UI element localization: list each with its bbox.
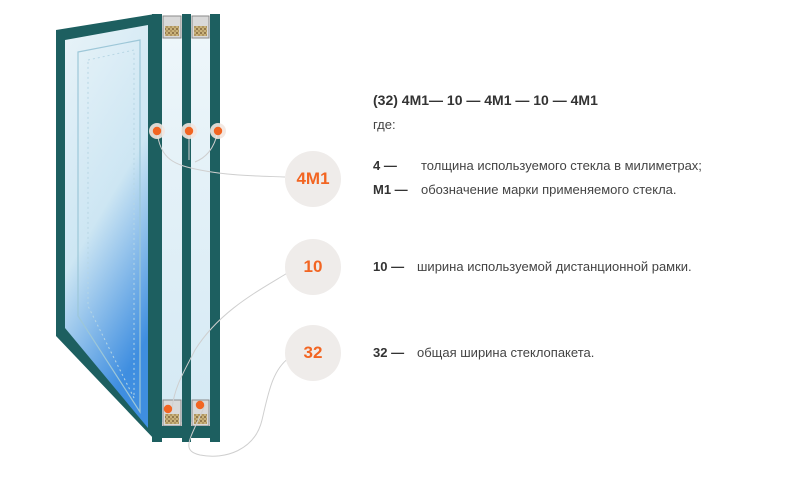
- cavity-2: [191, 28, 210, 422]
- badge-spacer-label: 10: [303, 257, 323, 276]
- where-label: где:: [373, 117, 396, 132]
- legend-term: 10 —: [373, 259, 405, 274]
- formula-title: (32) 4М1— 10 — 4М1 — 10 — 4М1: [373, 92, 598, 108]
- legend-description: ширина используемой дистанционной рамки.: [417, 259, 692, 274]
- legend-row-mark: М1 — обозначение марки применяемого стекл…: [373, 182, 677, 197]
- glass-1-edge: [152, 14, 162, 442]
- marker-dots: [149, 123, 226, 414]
- legend-row-thickness: 4 — толщина используемого стекла в милиме…: [373, 158, 702, 173]
- top-spacers: [162, 15, 210, 39]
- legend-row-total: 32 — общая ширина стеклопакета.: [373, 345, 594, 360]
- glass-3-edge: [210, 14, 220, 442]
- badge-total-label: 32: [303, 343, 323, 362]
- outer-pane: [56, 14, 155, 440]
- badge-glass-label: 4М1: [296, 169, 330, 188]
- legend-description: обозначение марки применяемого стекла.: [421, 182, 677, 197]
- legend-row-spacer: 10 — ширина используемой дистанционной ра…: [373, 259, 692, 274]
- glass-2-edge: [182, 14, 191, 442]
- badge-glass-4m1: 4М1: [285, 151, 341, 207]
- bottom-spacers: [152, 399, 220, 438]
- legend-description: общая ширина стеклопакета.: [417, 345, 595, 360]
- badge-spacer-10: 10: [285, 239, 341, 295]
- legend-description: толщина используемого стекла в милиметра…: [421, 158, 702, 173]
- leader-lines: [156, 130, 290, 457]
- legend-term: 32 —: [373, 345, 405, 360]
- legend-term: М1 —: [373, 182, 408, 197]
- legend-term: 4 —: [373, 158, 397, 173]
- badge-total-32: 32: [285, 325, 341, 381]
- cavity-1: [162, 28, 182, 422]
